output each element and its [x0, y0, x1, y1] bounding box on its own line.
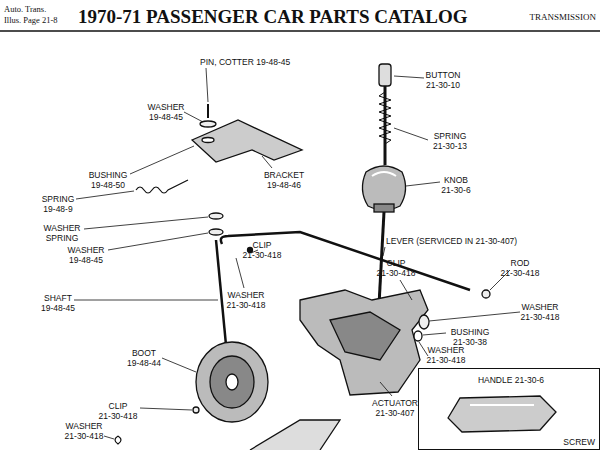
part-label: 19-48-45	[69, 255, 103, 265]
drawing-line	[372, 172, 396, 176]
drawing-line	[108, 233, 208, 250]
part-label: WASHER	[228, 290, 265, 300]
drawing-line	[162, 358, 196, 372]
drawing-line	[74, 300, 218, 301]
drawing-line	[414, 331, 422, 341]
drawing-line	[300, 290, 428, 395]
part-label: CLIP	[253, 240, 272, 250]
drawing-line	[216, 240, 226, 345]
part-label: 19-48-44	[127, 358, 161, 368]
part-label: 21-30-418	[65, 431, 104, 441]
drawing-line	[193, 407, 199, 413]
part-label: BUTTON	[426, 70, 461, 80]
drawing-line	[394, 128, 428, 140]
drawing-line	[207, 104, 209, 118]
drawing-line	[482, 290, 490, 298]
part-label: WASHER	[66, 421, 103, 431]
part-label: SPRING	[434, 131, 467, 141]
drawing-line	[115, 436, 121, 444]
drawing-line	[0, 30, 600, 32]
drawing-line	[379, 92, 391, 144]
part-label: CLIP	[387, 258, 406, 268]
drawing-line	[196, 342, 268, 422]
part-label: CLIP	[109, 401, 128, 411]
part-label: 21-30-418	[501, 268, 540, 278]
drawing-line	[210, 356, 254, 408]
part-label: WASHER	[44, 223, 81, 233]
part-label: BUSHING	[89, 170, 128, 180]
drawing-line	[423, 333, 446, 335]
part-label: 19-48-45	[41, 303, 75, 313]
drawing-line	[130, 146, 194, 174]
part-label: WASHER	[68, 245, 105, 255]
part-label: 21-30-418	[377, 268, 416, 278]
part-label: BUSHING	[451, 327, 490, 337]
part-label: 21-30-13	[433, 141, 467, 151]
drawing-line	[206, 68, 208, 102]
drawing-line	[330, 312, 400, 360]
drawing-line	[202, 138, 214, 143]
header-text: Auto. Trans.	[4, 4, 46, 14]
drawing-line	[184, 112, 203, 122]
drawing-line	[394, 76, 424, 78]
drawing-line	[374, 204, 394, 212]
drawing-line	[250, 420, 340, 450]
header-text: Illus. Page 21-8	[4, 15, 58, 25]
inset-box: HANDLE 21-30-6SCREW	[418, 368, 600, 450]
part-label: 21-30-418	[227, 300, 266, 310]
header-text: TRANSMISSION	[529, 12, 596, 22]
drawing-line	[262, 156, 272, 168]
part-label: 21-30-418	[427, 355, 466, 365]
part-label: LEVER (SERVICED IN 21-30-407)	[386, 236, 517, 246]
drawing-line	[448, 396, 556, 432]
part-label: BRACKET	[264, 170, 304, 180]
drawing-line	[136, 180, 188, 193]
part-label: 19-48-9	[43, 204, 72, 214]
drawing-line	[209, 213, 223, 219]
drawing-line	[419, 342, 428, 356]
drawing-line	[209, 229, 223, 235]
part-label: 21-30-6	[441, 185, 470, 195]
drawing-line	[419, 315, 429, 329]
part-label: 21-30-418	[521, 312, 560, 322]
part-label: 19-48-50	[91, 180, 125, 190]
drawing-line	[192, 120, 302, 162]
drawing-line	[236, 258, 244, 288]
part-label: PIN, COTTER 19-48-45	[200, 57, 290, 67]
box-label: SCREW	[563, 437, 595, 447]
drawing-line	[84, 217, 208, 229]
part-label: SPRING	[42, 194, 75, 204]
drawing-line	[104, 436, 114, 439]
drawing-line	[74, 68, 520, 439]
drawing-line	[76, 191, 134, 199]
part-label: 21-30-418	[99, 411, 138, 421]
part-label: 21-30-418	[243, 250, 282, 260]
part-label: ROD	[511, 258, 530, 268]
drawing-line	[226, 374, 238, 390]
part-label: 21-30-10	[426, 80, 460, 90]
drawing-line	[140, 408, 192, 410]
part-label: BOOT	[132, 348, 156, 358]
drawing-line	[74, 64, 556, 450]
part-label: SPRING	[46, 233, 79, 243]
part-label: 21-30-407	[376, 408, 415, 418]
part-label: 19-48-46	[267, 180, 301, 190]
part-label: WASHER	[522, 302, 559, 312]
drawing-line	[383, 247, 385, 256]
catalog-title: 1970-71 PASSENGER CAR PARTS CATALOG	[78, 6, 468, 28]
drawing-line	[380, 382, 392, 396]
drawing-line	[470, 404, 534, 406]
part-label: ACTUATOR	[372, 398, 418, 408]
drawing-line	[406, 182, 440, 186]
part-label: KNOB	[444, 175, 468, 185]
part-label: WASHER	[148, 102, 185, 112]
drawing-line	[379, 64, 391, 86]
drawing-line	[429, 312, 520, 321]
part-label: 19-48-45	[149, 112, 183, 122]
part-label: SHAFT	[44, 293, 72, 303]
drawing-line	[400, 280, 412, 300]
box-label: HANDLE 21-30-6	[478, 375, 544, 385]
part-label: WASHER	[428, 345, 465, 355]
